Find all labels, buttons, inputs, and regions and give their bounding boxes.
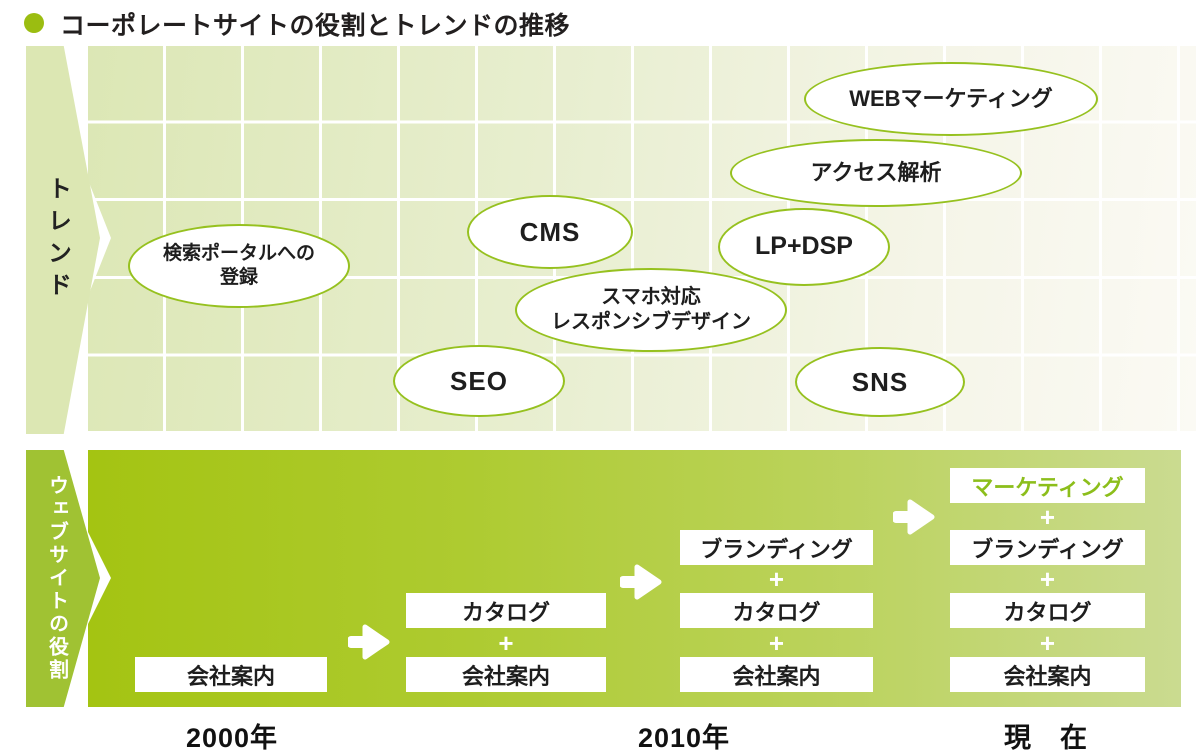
plus-sign: + — [1039, 627, 1056, 658]
trend-section-label: トレンド — [43, 176, 71, 304]
role-box-marketing: マーケティング — [950, 468, 1145, 503]
right-arrow-icon — [347, 622, 392, 662]
timeline-label-2000: 2000年 — [185, 723, 279, 752]
trend-bubble-web-marketing: WEBマーケティング — [804, 62, 1098, 136]
plus-sign: + — [1039, 564, 1056, 594]
trend-bubble-smartphone-responsive: スマホ対応 レスポンシブデザイン — [515, 268, 787, 352]
role-box-branding: ブランディング — [680, 530, 873, 565]
plus-sign: + — [1039, 501, 1056, 532]
trend-bubble-search-portal: 検索ポータルへの 登録 — [128, 224, 350, 308]
plus-sign: + — [768, 627, 785, 658]
title-bullet-icon — [24, 13, 44, 33]
trend-bubble-sns: SNS — [795, 347, 965, 417]
page-title: コーポレートサイトの役割とトレンドの推移 — [60, 12, 571, 40]
plus-sign: + — [768, 564, 785, 594]
trend-bubble-access-analysis: アクセス解析 — [730, 139, 1022, 207]
role-box-catalog: カタログ — [406, 593, 606, 628]
role-section-label: ウェブサイトの役割 — [45, 475, 68, 682]
role-box-branding: ブランディング — [950, 530, 1145, 565]
right-arrow-icon — [892, 497, 937, 537]
timeline-label-2010: 2010年 — [637, 723, 731, 752]
role-box-company-info: 会社案内 — [406, 657, 606, 692]
trend-bubble-seo: SEO — [393, 345, 565, 417]
right-arrow-icon — [619, 562, 664, 602]
plus-sign: + — [498, 627, 514, 658]
trend-bubble-lp-dsp: LP+DSP — [718, 208, 890, 286]
trend-bubble-cms: CMS — [467, 195, 633, 269]
role-box-catalog: カタログ — [680, 593, 873, 628]
role-box-company-info: 会社案内 — [950, 657, 1145, 692]
role-box-company-info: 会社案内 — [680, 657, 873, 692]
role-box-company-info: 会社案内 — [135, 657, 327, 692]
timeline-label-present: 現 在 — [1004, 723, 1088, 752]
role-box-catalog: カタログ — [950, 593, 1145, 628]
